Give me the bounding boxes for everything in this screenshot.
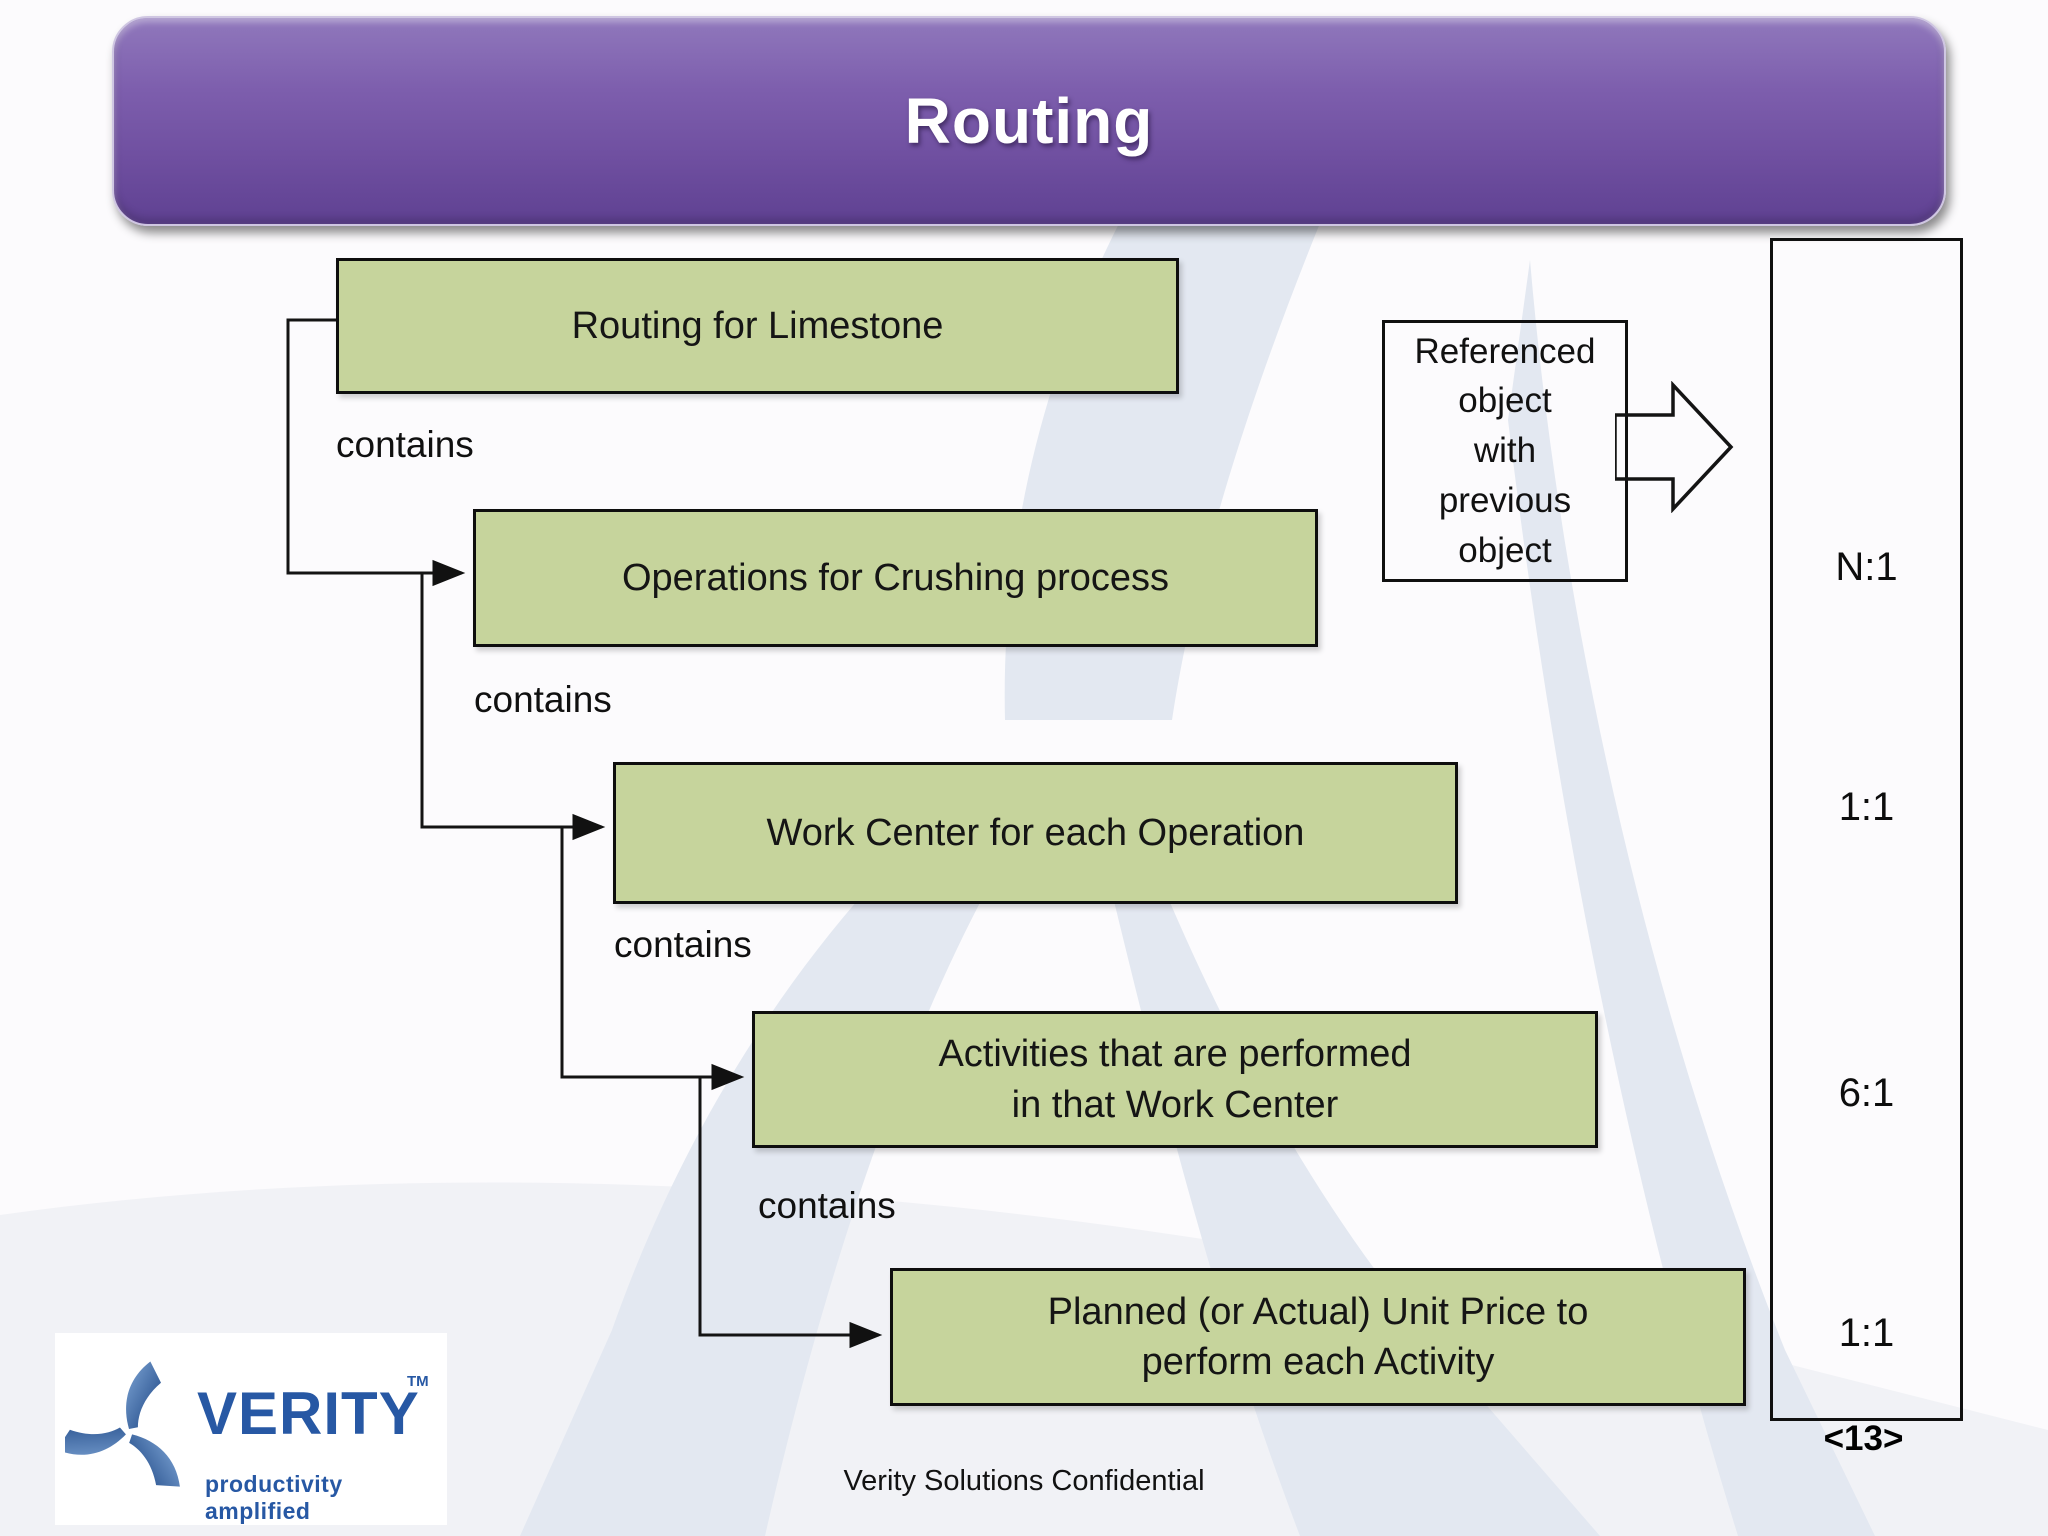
connector-line-4 xyxy=(698,1077,883,1349)
diagram-box-unit-price: Planned (or Actual) Unit Price to perfor… xyxy=(890,1268,1746,1406)
box-label: Routing for Limestone xyxy=(571,304,944,347)
ratio-panel: N:1 1:1 6:1 1:1 xyxy=(1770,238,1963,1421)
title-banner: Routing xyxy=(112,16,1946,226)
slide-title: Routing xyxy=(904,85,1154,157)
ratio-value-2: 1:1 xyxy=(1838,785,1895,829)
connector-line-3 xyxy=(560,827,745,1091)
page-number: <13> xyxy=(1823,1419,1904,1458)
footer-confidential: Verity Solutions Confidential xyxy=(843,1465,1205,1497)
verity-logo: VERITY TM productivity amplified xyxy=(55,1333,447,1525)
connector-line-2 xyxy=(420,573,606,841)
verity-wordmark: VERITY xyxy=(197,1380,420,1447)
diagram-box-routing: Routing for Limestone xyxy=(336,258,1179,394)
verity-logo-icon xyxy=(65,1361,180,1487)
diagram-box-activities: Activities that are performed in that Wo… xyxy=(752,1011,1598,1148)
ratio-value-4: 1:1 xyxy=(1838,1311,1895,1355)
box-label: Operations for Crushing process xyxy=(621,556,1170,599)
box-label: Activities that are performed in that Wo… xyxy=(938,1033,1412,1126)
verity-tagline: productivity amplified xyxy=(205,1471,343,1524)
right-block-arrow-icon xyxy=(1615,381,1734,513)
connector-line-1 xyxy=(286,318,466,587)
connector-label-1: contains xyxy=(336,424,474,465)
ratio-value-1: N:1 xyxy=(1835,545,1898,589)
ratio-value-3: 6:1 xyxy=(1838,1071,1895,1115)
connector-label-4: contains xyxy=(758,1185,896,1226)
diagram-box-work-center: Work Center for each Operation xyxy=(613,762,1458,904)
diagram-box-operations: Operations for Crushing process xyxy=(473,509,1318,647)
box-label: Work Center for each Operation xyxy=(766,811,1305,854)
reference-note-box: Referenced object with previous object xyxy=(1382,320,1628,582)
trademark-symbol: TM xyxy=(407,1373,429,1390)
connector-label-2: contains xyxy=(474,679,612,720)
connector-label-3: contains xyxy=(614,924,752,965)
reference-note-text: Referenced object with previous object xyxy=(1414,331,1596,570)
box-label: Planned (or Actual) Unit Price to perfor… xyxy=(1047,1290,1589,1383)
